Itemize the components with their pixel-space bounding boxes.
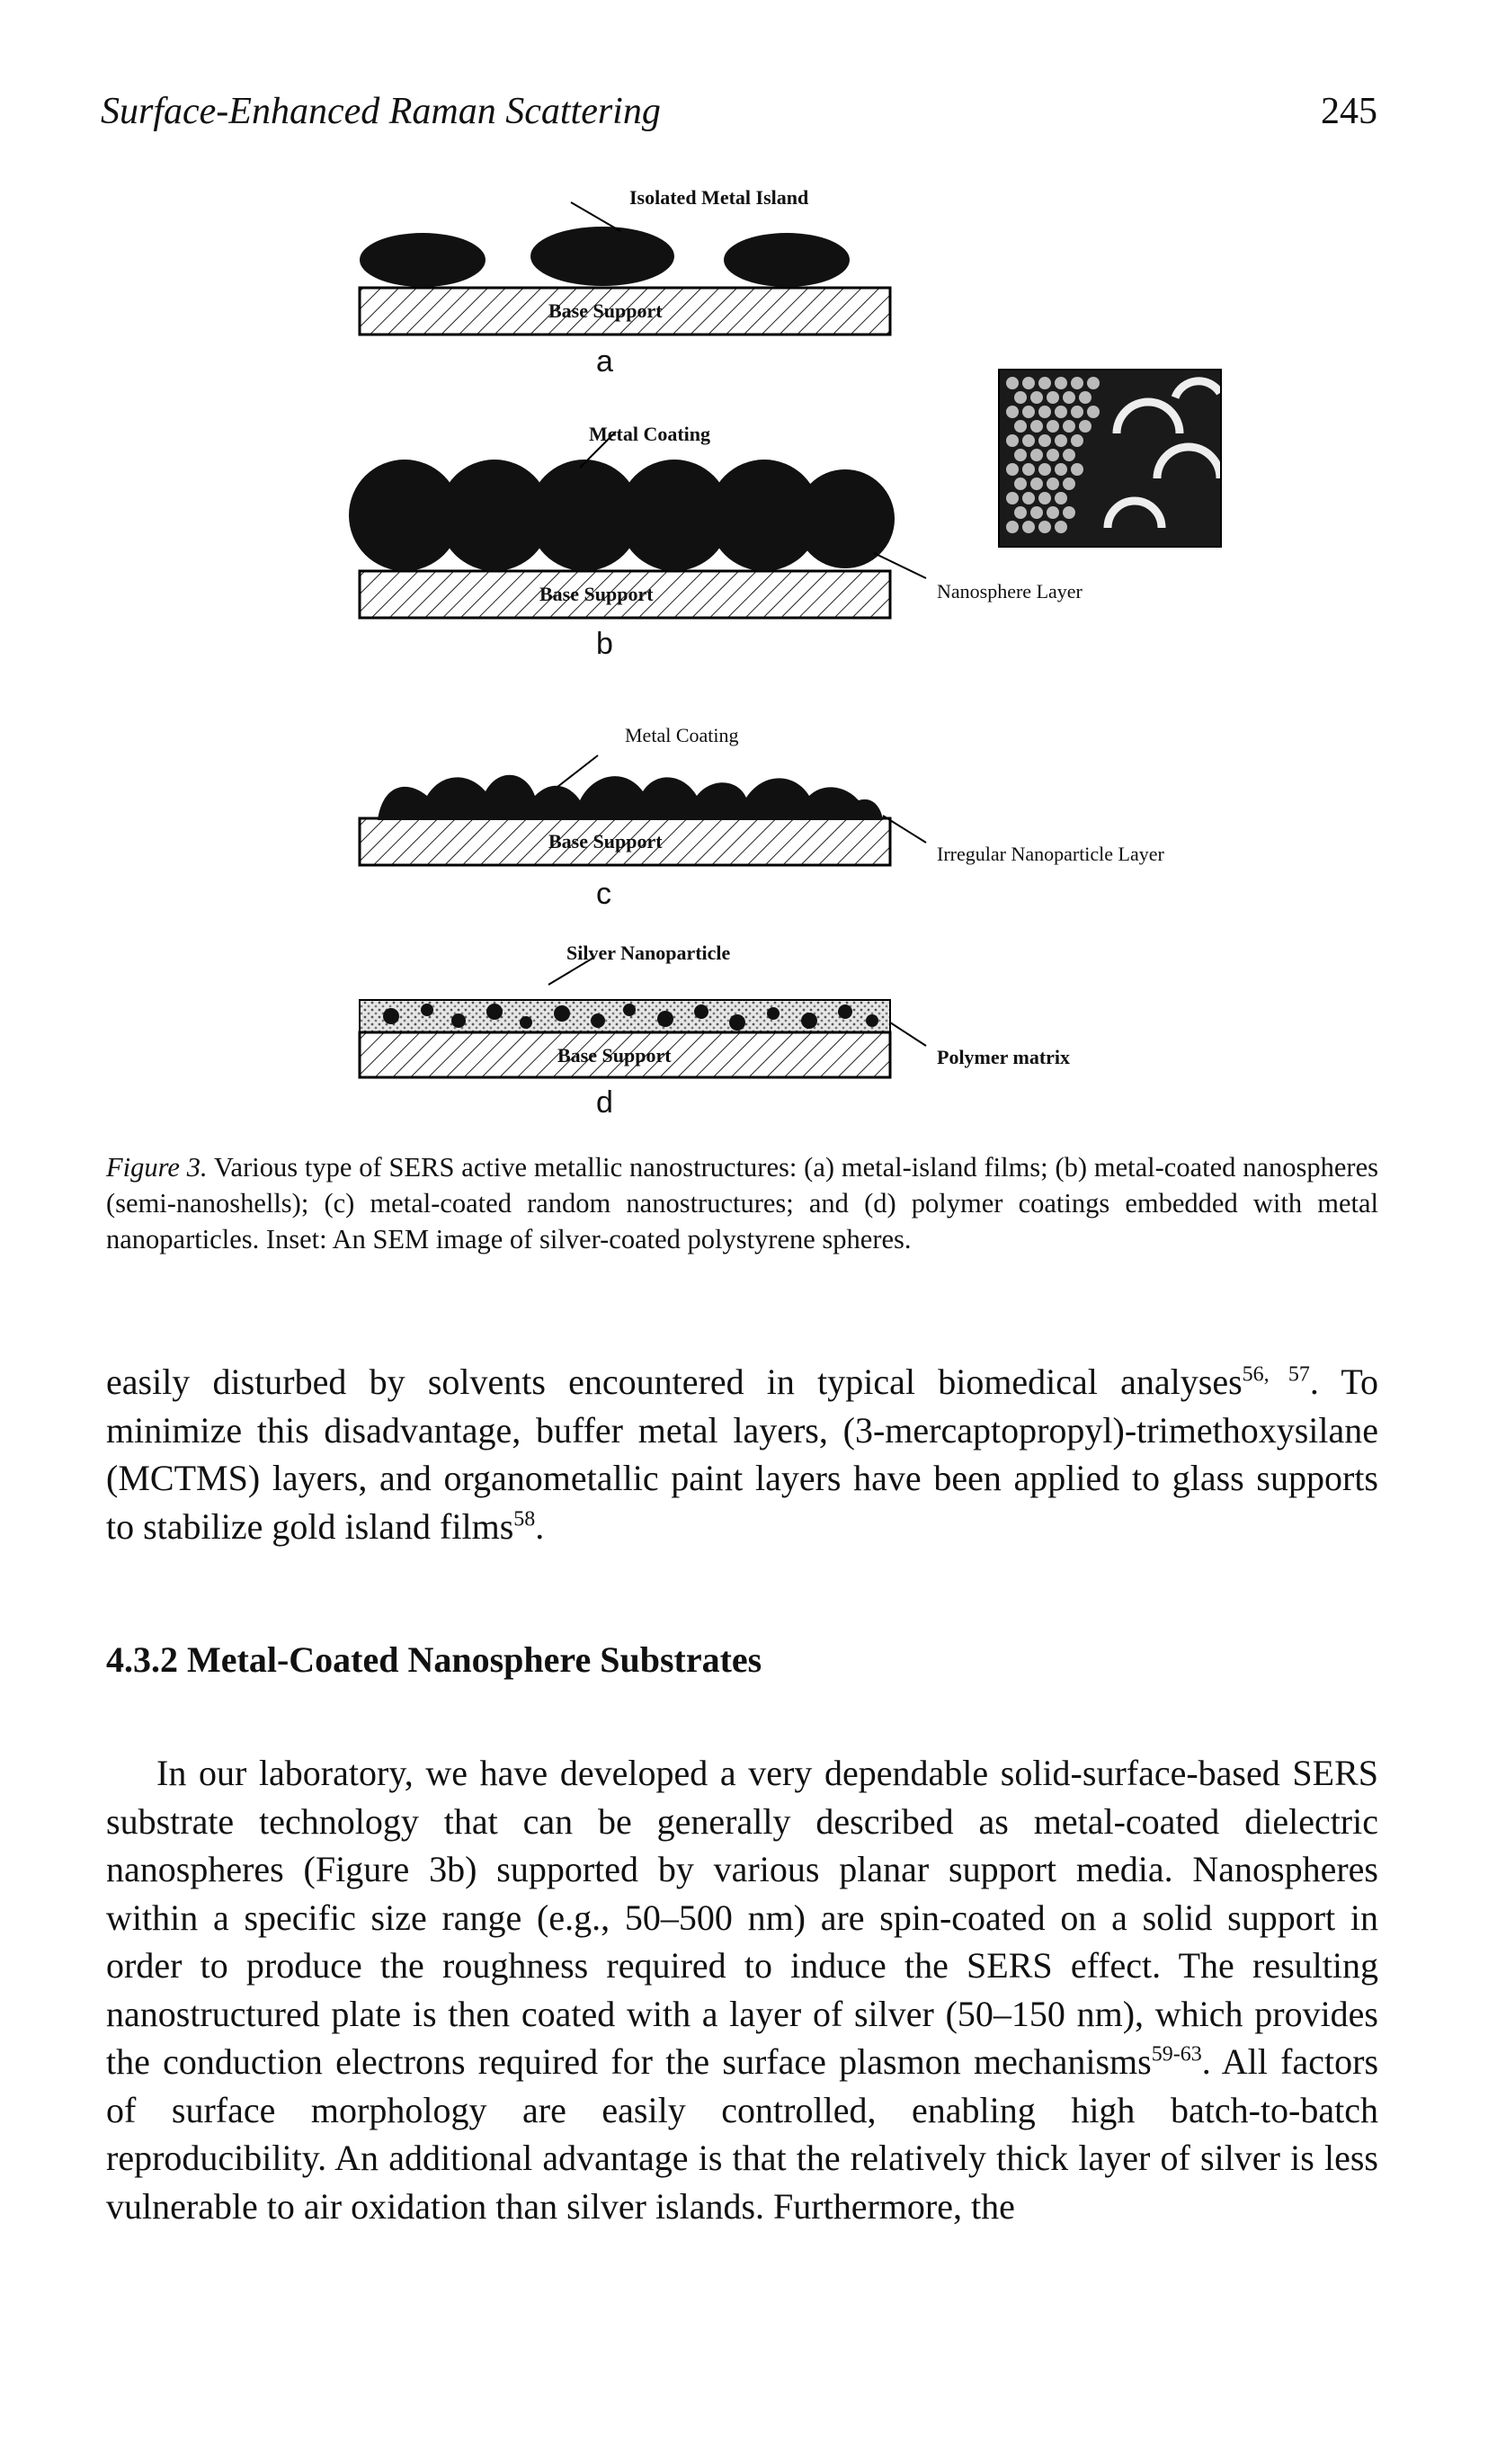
figure-caption-label: Figure 3. — [106, 1152, 208, 1183]
figure-caption: Figure 3. Various type of SERS active me… — [106, 1149, 1378, 1257]
paragraph-text: In our laboratory, we have developed a v… — [106, 1753, 1378, 2082]
figure-3-diagram — [349, 201, 927, 1079]
panel-b-diagram — [349, 431, 927, 620]
figure-caption-text: Various type of SERS active metallic nan… — [106, 1152, 1378, 1254]
callout-line — [889, 1022, 927, 1047]
base-support-label-c: Base Support — [548, 830, 663, 853]
paragraph-text: easily disturbed by solvents encountered… — [106, 1361, 1243, 1402]
paragraph-text: . To minimize this disadvantage, buffer … — [106, 1361, 1378, 1547]
reference-superscript: 56, 57 — [1242, 1362, 1310, 1387]
panel-a-base-support — [358, 286, 892, 336]
panel-b-base-support — [358, 569, 892, 620]
base-support-label-a: Base Support — [548, 299, 663, 322]
metal-island — [360, 233, 486, 287]
running-head: Surface-Enhanced Raman Scattering 245 — [101, 90, 1377, 144]
side-label-irregular-nanoparticle-layer: Irregular Nanoparticle Layer — [937, 843, 1164, 865]
coated-nanosphere — [708, 460, 820, 571]
side-label-polymer-matrix: Polymer matrix — [937, 1046, 1071, 1068]
panel-d-base-support — [358, 1031, 892, 1079]
panel-d-diagram — [358, 957, 927, 1079]
figure-3: Isolated Metal Island Base Support a Met… — [342, 166, 1295, 1147]
page-number: 245 — [1321, 91, 1377, 132]
coated-nanosphere — [529, 460, 640, 571]
base-support-label-d: Base Support — [557, 1044, 672, 1067]
polymer-matrix-layer — [359, 999, 891, 1033]
coated-nanosphere — [619, 460, 730, 571]
irregular-nanoparticle-layer — [378, 774, 883, 820]
callout-line — [873, 552, 927, 579]
sem-inset-image — [998, 369, 1222, 548]
side-label-nanosphere-layer: Nanosphere Layer — [937, 580, 1083, 603]
callout-line — [882, 815, 927, 844]
running-head-title: Surface-Enhanced Raman Scattering — [101, 91, 661, 132]
coated-nanosphere — [796, 469, 895, 568]
coated-nanosphere — [349, 460, 460, 571]
panel-c-diagram — [358, 754, 927, 867]
panel-letter-b: b — [596, 627, 613, 661]
callout-silver-nanoparticle: Silver Nanoparticle — [566, 942, 731, 964]
callout-line — [579, 431, 617, 469]
panel-letter-c: c — [596, 877, 611, 911]
metal-island — [530, 227, 674, 286]
paragraph-text: . All factors of surface morphology are … — [106, 2041, 1379, 2227]
sem-texture — [1000, 370, 1220, 546]
callout-line — [570, 201, 621, 232]
silver-nanoparticles — [383, 1004, 878, 1031]
section-heading: 4.3.2 Metal-Coated Nanosphere Substrates — [106, 1639, 762, 1680]
callout-metal-coating-c: Metal Coating — [625, 724, 739, 746]
callout-line — [548, 957, 594, 986]
paragraph-text: . — [535, 1505, 545, 1547]
coated-nanosphere — [439, 460, 550, 571]
callout-isolated-metal-island: Isolated Metal Island — [629, 186, 809, 209]
callout-line — [557, 754, 599, 788]
metal-island — [724, 233, 850, 287]
panel-a-diagram — [358, 201, 892, 336]
panel-letter-d: d — [596, 1085, 613, 1120]
body-paragraph: In our laboratory, we have developed a v… — [106, 1749, 1378, 2230]
reference-superscript: 59-63 — [1151, 2042, 1202, 2067]
base-support-label-b: Base Support — [539, 583, 654, 605]
reference-superscript: 58 — [513, 1507, 536, 1531]
callout-metal-coating-b: Metal Coating — [589, 423, 711, 445]
panel-letter-a: a — [596, 344, 613, 379]
body-paragraph: easily disturbed by solvents encountered… — [106, 1358, 1378, 1550]
